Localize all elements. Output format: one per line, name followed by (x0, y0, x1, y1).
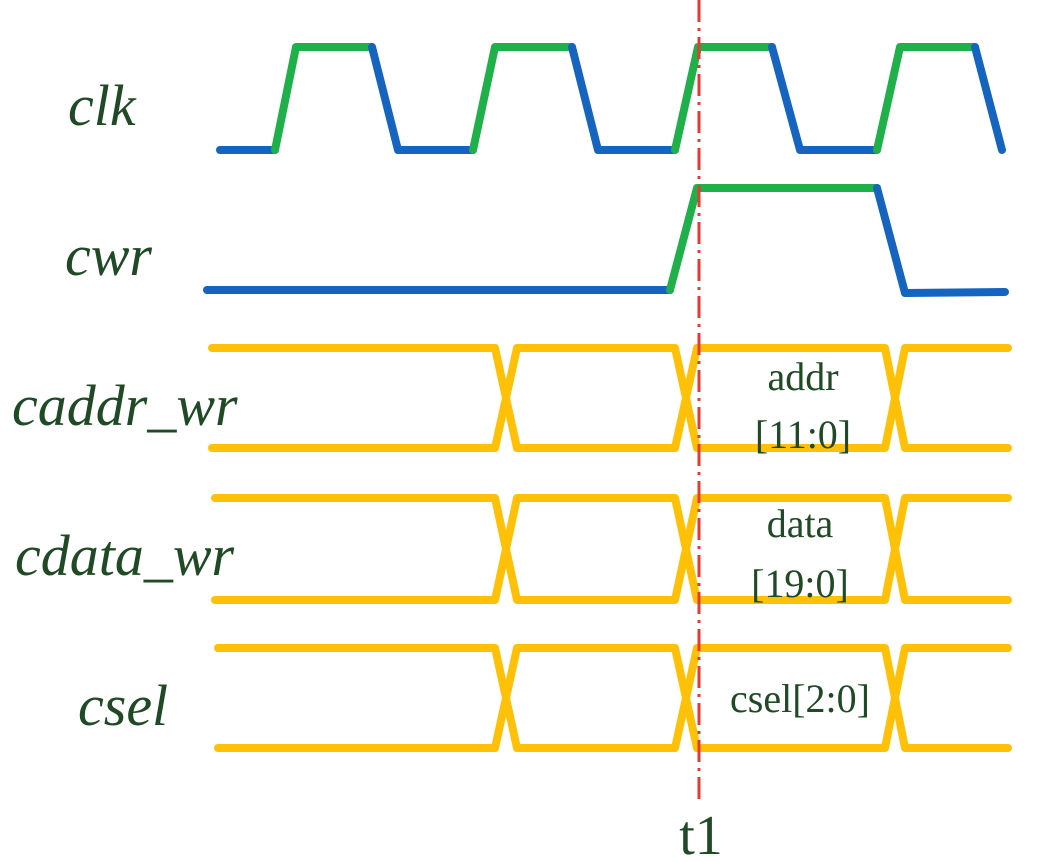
signal-label-cdata-wr: cdata_wr (15, 523, 235, 588)
signal-label-caddr-wr: caddr_wr (12, 373, 238, 438)
cdata-wr-value-line1: data (767, 501, 834, 546)
caddr-wr-bus: addr [11:0] (208, 344, 1012, 457)
caddr-wr-value-line2: [11:0] (755, 412, 851, 457)
clk-high-pulse (873, 43, 979, 154)
clk-low-segment (768, 43, 881, 154)
clk-high-pulse (271, 43, 376, 154)
bus-lower-line (208, 344, 1012, 452)
cwr-waveform (203, 184, 1009, 297)
bus-lower-line (211, 494, 1012, 604)
bus-lower-line (214, 644, 1012, 752)
cwr-high-pulse (666, 184, 881, 294)
cdata-wr-value-line2: [19:0] (751, 561, 849, 606)
signal-label-csel: csel (78, 673, 168, 738)
clk-high-pulse (671, 43, 776, 154)
signal-label-clk: clk (68, 73, 137, 138)
cwr-low-segment (873, 184, 1009, 297)
cdata-wr-bus: data [19:0] (211, 494, 1012, 606)
csel-bus: csel[2:0] (214, 644, 1012, 752)
clk-waveform (216, 43, 1006, 154)
clk-high-pulse (469, 43, 576, 154)
clk-low-segment (368, 43, 477, 154)
caddr-wr-value-line1: addr (767, 354, 838, 399)
clk-low-segment (971, 43, 1006, 154)
t1-marker-label: t1 (679, 805, 723, 862)
signal-label-cwr: cwr (65, 223, 152, 288)
clk-low-segment (568, 43, 679, 154)
csel-value: csel[2:0] (730, 676, 870, 721)
